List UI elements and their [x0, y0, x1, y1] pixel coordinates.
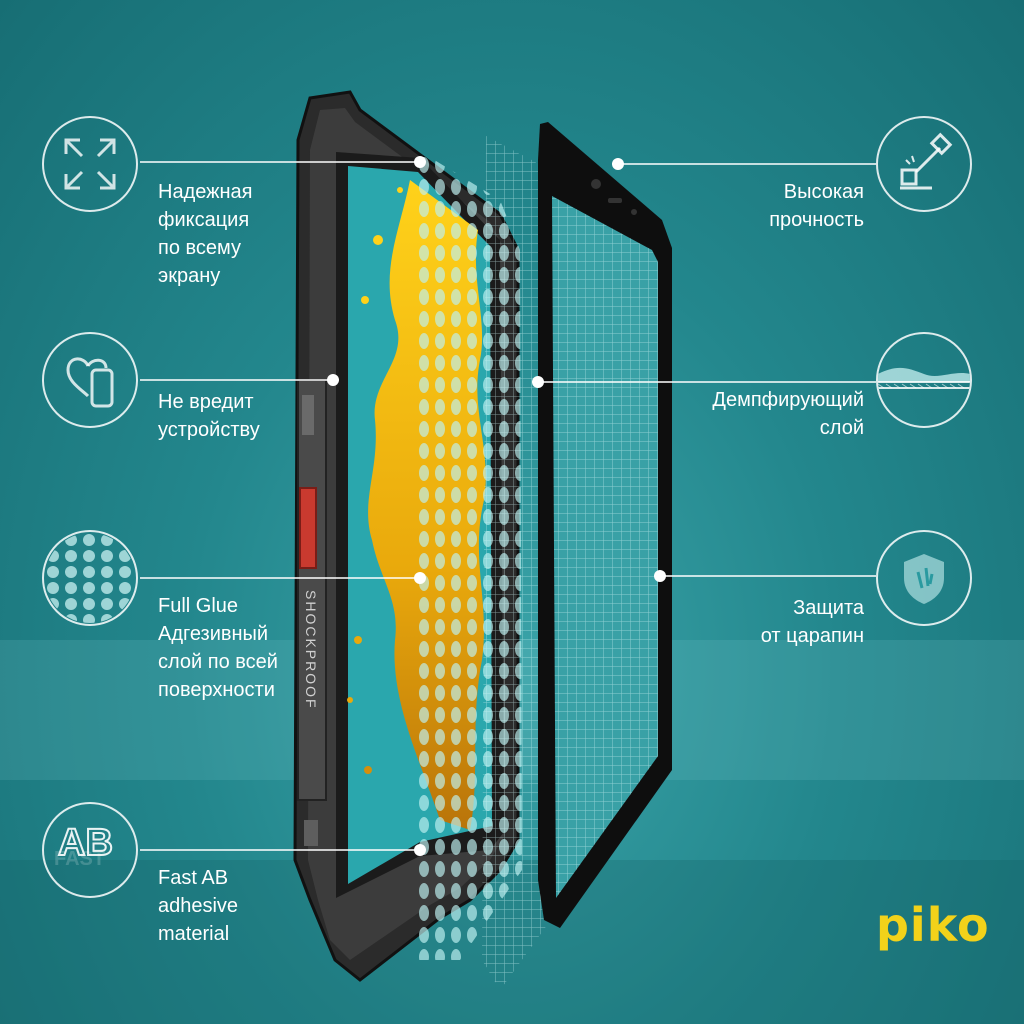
feature-strength-label: Высокая прочность: [769, 181, 864, 231]
feature-full-glue-label: Full Glue Адгезивный слой по всей поверх…: [158, 595, 278, 701]
ab-adhesive-icon: FAST AB: [42, 802, 138, 898]
feature-fast-ab-label: Fast AB adhesive material: [158, 867, 239, 945]
connector-lines: [140, 161, 876, 851]
ab-icon-text: AB: [57, 821, 114, 865]
feature-no-harm-label: Не вредит устройству: [158, 391, 260, 441]
glass-protector: [538, 122, 672, 928]
arrows-expand-icon: [42, 116, 138, 212]
feature-scratch-label: Защита от царапин: [760, 597, 864, 647]
shield-icon: [876, 530, 972, 626]
brand-logo: piko: [876, 898, 990, 952]
feature-damping-label: Демпфирующий слой: [712, 389, 864, 439]
hammer-icon: [876, 116, 972, 212]
feature-fixation-label: Надежная фиксация по всему экрану: [158, 181, 253, 287]
device-side-text: SHOCKPROOF: [303, 590, 319, 710]
dots-pattern-icon: [42, 530, 138, 626]
heart-phone-icon: [42, 332, 138, 428]
connector-dots: [327, 156, 666, 856]
damping-layer-icon: [876, 332, 972, 428]
ab-icon-bg-text: FAST: [54, 848, 106, 870]
